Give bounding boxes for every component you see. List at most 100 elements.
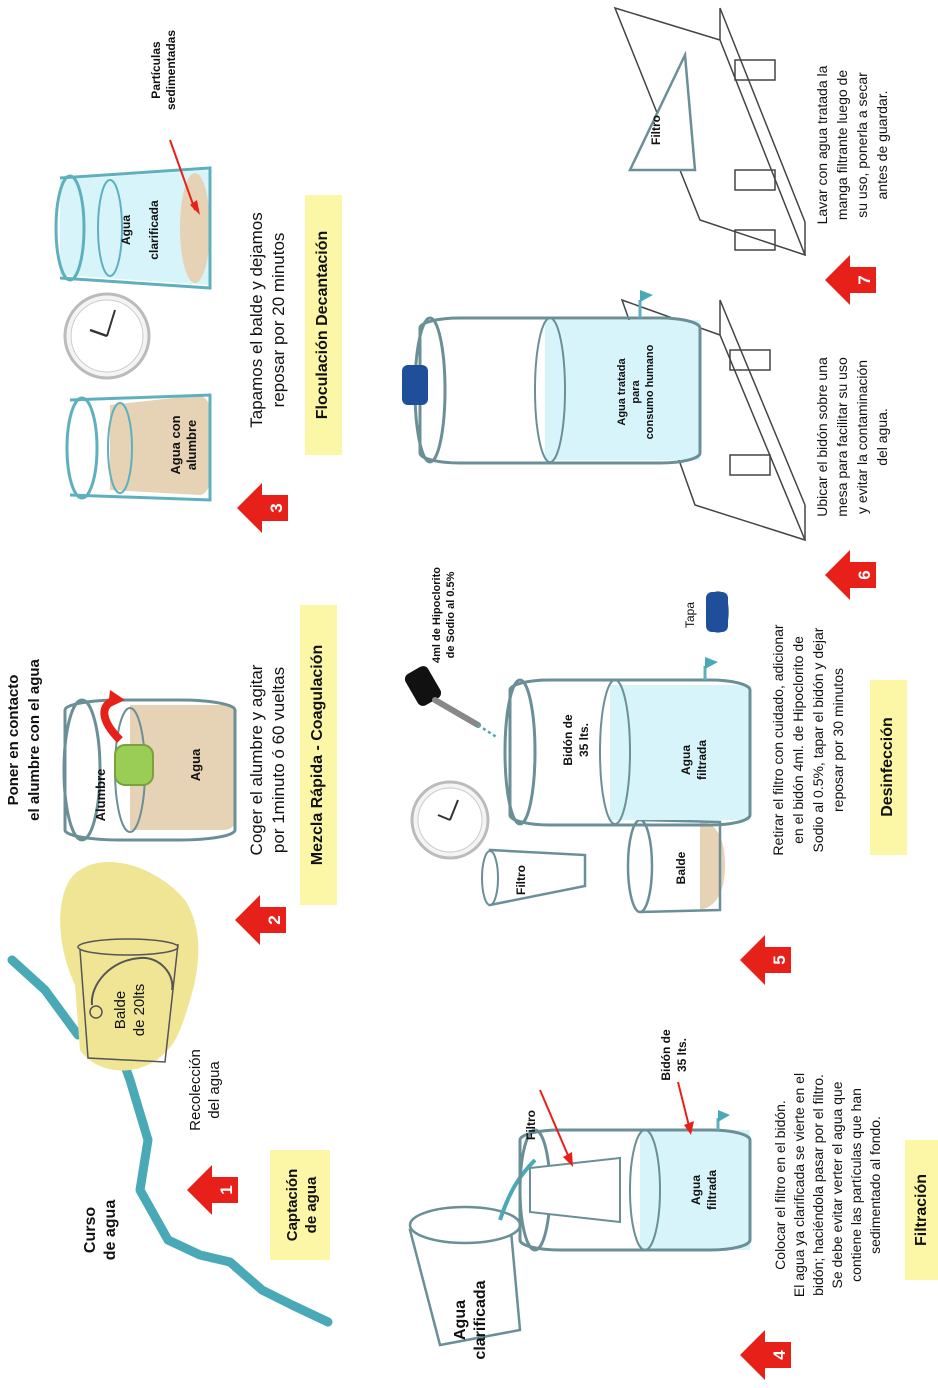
step-3-group: Agua con alumbre Agua clarificada Partíc… xyxy=(54,30,342,533)
bucket-20l xyxy=(77,938,179,1063)
drum-water-label-5-1: Agua xyxy=(679,745,693,775)
step-2-heading-line-1: Poner en contacto xyxy=(5,675,22,806)
alum-label: Alumbre xyxy=(93,769,108,822)
bucket-label-line-2: de 20lts xyxy=(131,984,148,1037)
step-6-group: Agua tratada para consumo humano 6 Ubica… xyxy=(402,290,890,600)
step-2-stage: Mezcla Rápida - Coagulación xyxy=(309,645,326,865)
step-1-stage-line-1: Captación xyxy=(284,1169,301,1242)
bucket-label-line-1: Balde xyxy=(112,991,129,1029)
step-4-caption-line-5: contiene las partículas que han xyxy=(848,1088,864,1282)
bucket-label-5: Balde xyxy=(674,851,688,884)
filter-label-7: Filtro xyxy=(649,115,663,145)
step-5-number: 5 xyxy=(770,955,789,964)
step-6-caption-line-3: y evitar la contaminación xyxy=(854,360,870,514)
step-5-caption-line-1: Retirar el filtro con cuidado, adicionar xyxy=(770,624,786,855)
drum-water-label-4-2: filtrada xyxy=(705,1170,719,1210)
drum-treated-label-2: para xyxy=(630,380,642,404)
pour-bucket-label-2: clarificada xyxy=(472,1280,489,1359)
step-7-caption-line-2: manga filtrante luego de xyxy=(834,70,850,220)
step-4-caption-line-3: bidón; haciéndola pasar por el filtro. xyxy=(810,1074,826,1296)
step-6-caption-line-2: mesa para facilitar su uso xyxy=(834,357,850,517)
removed-filter xyxy=(488,848,587,907)
drum-treated-label-3: consumo humano xyxy=(644,344,656,439)
clock-icon xyxy=(63,292,151,380)
step-6-caption-line-4: del agua. xyxy=(874,408,890,466)
step-5-caption-line-4: reposar por 30 minutos xyxy=(830,668,846,812)
step-2-heading-line-2: el alumbre con el agua xyxy=(26,658,43,820)
dropper-icon xyxy=(404,666,499,740)
step-7-caption-line-4: antes de guardar. xyxy=(874,91,890,200)
drum-cap xyxy=(402,365,428,405)
step-7-number: 7 xyxy=(855,275,874,284)
step-1-group: Curso de agua Balde de 20lts 1 Recolecci… xyxy=(7,861,333,1327)
step-4-number: 4 xyxy=(770,1350,789,1360)
step-3-caption-line-1: Tapamos el balde y dejamos xyxy=(247,212,266,427)
step-4-stage: Filtración xyxy=(913,1174,930,1246)
step-7-caption-line-1: Lavar con agua tratada la xyxy=(814,65,830,224)
particles-label-1: Partículas xyxy=(149,41,163,99)
particles-label-2: sedimentadas xyxy=(164,30,178,110)
step-7-group: Filtro 7 Lavar con agua tratada la manga… xyxy=(613,6,890,305)
drying-filter xyxy=(628,50,697,172)
drum-label-4-line-2: 35 lts. xyxy=(675,1038,689,1072)
step-2-caption-line-1: Coger el alumbre y agitar xyxy=(247,664,266,855)
drum-water-label-5-2: filtrada xyxy=(695,740,709,780)
step-5-stage: Desinfección xyxy=(879,717,896,817)
filter-label-5: Filtro xyxy=(514,865,528,895)
step-3-stage-box xyxy=(305,195,342,455)
drum-with-filter xyxy=(518,1110,752,1252)
bucket-clarified-label-2: clarificada xyxy=(147,200,161,260)
particles-pointer xyxy=(169,139,196,211)
step-6-caption-line-1: Ubicar el bidón sobre una xyxy=(814,357,830,517)
step-4-caption-line-4: Se debe evitar verter el agua que xyxy=(829,1081,845,1288)
filter-label-4: Filtro xyxy=(524,1110,538,1140)
river-shape xyxy=(7,955,333,1327)
step-3-stage: Floculación Decantación xyxy=(314,231,331,419)
pour-bucket-label-1: Agua xyxy=(452,1300,469,1340)
step-1-caption-line-2: del agua xyxy=(206,1061,223,1119)
step-5-caption-line-3: Sodio al 0.5%, tapar el bidón y dejar xyxy=(810,627,826,852)
bucket-with-alum xyxy=(65,393,212,502)
small-bucket xyxy=(626,818,725,914)
river-label-line-2: de agua xyxy=(102,1200,119,1261)
drum-label-4-line-1: Bidón de xyxy=(659,1029,673,1081)
step-5-group: 4ml de Hipoclorito de Sodio al 0.5% Filt… xyxy=(404,567,907,985)
drum-label-5-line-1: Bidón de xyxy=(561,714,575,766)
river-label-line-1: Curso xyxy=(82,1207,99,1253)
drum-treated xyxy=(402,290,702,465)
mixing-bucket xyxy=(62,690,237,842)
step-2-caption-line-2: por 1minuto ó 60 vueltas xyxy=(269,667,288,853)
step-2-group: Poner en contacto el alumbre con el agua… xyxy=(5,605,337,945)
step-5-caption-line-2: en el bidón 4ml. de Hipoclorito de xyxy=(790,636,806,844)
table-7 xyxy=(613,6,807,257)
filter-pointer xyxy=(539,1089,571,1161)
step-1-stage-box xyxy=(270,1150,330,1260)
step-1-caption-line-1: Recolección xyxy=(187,1049,204,1131)
step-5-stage-box xyxy=(870,680,907,855)
bucket-clarified-label-1: Agua xyxy=(119,215,133,245)
step-6-number: 6 xyxy=(855,570,874,579)
step-2-stage-box xyxy=(300,605,337,905)
step-1-stage-line-2: de agua xyxy=(303,1176,320,1233)
dropper-label-2: de Sodio al 0.5% xyxy=(445,571,457,658)
lid-label: Tapa xyxy=(683,602,697,628)
step-4-caption-line-2: El agua ya clarificada se vierte en el xyxy=(791,1073,807,1297)
step-1-number: 1 xyxy=(217,1185,236,1194)
step-7-caption-line-3: su uso, ponerla a secar xyxy=(854,72,870,218)
small-clock-icon xyxy=(410,780,490,860)
step-4-stage-box xyxy=(905,1140,938,1280)
drum-treated-label-1: Agua tratada xyxy=(616,358,628,426)
dropper-label-1: 4ml de Hipoclorito xyxy=(431,567,443,663)
bucket-clarified xyxy=(54,166,212,290)
step-2-number: 2 xyxy=(265,915,284,924)
drum-label-5-line-2: 35 lts. xyxy=(577,723,591,757)
drum-filtered xyxy=(503,657,752,827)
bucket-with-alum-label-1: Agua con xyxy=(168,415,183,474)
step-3-number: 3 xyxy=(267,503,286,512)
drum-water-label-4-1: Agua xyxy=(689,1175,703,1205)
alum-cup xyxy=(114,744,154,786)
step-4-caption-line-1: Colocar el filtro en el bidón. xyxy=(772,1100,788,1270)
step-4-group: Agua clarificada Filtro Bidón de 35 lts.… xyxy=(408,1029,938,1380)
water-label: Agua xyxy=(188,748,203,781)
